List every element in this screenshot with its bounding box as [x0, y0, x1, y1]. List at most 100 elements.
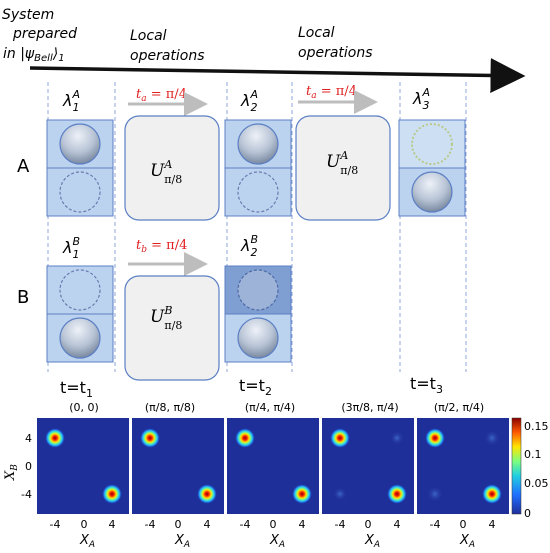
empty-state-icon [237, 171, 279, 213]
x-axis-labels: XA XA XA XA XA [79, 533, 475, 550]
probability-peak [482, 484, 502, 504]
svg-text:operations: operations [130, 48, 205, 64]
empty-state-icon [411, 123, 453, 165]
state-b1-top [46, 265, 114, 315]
svg-text:4: 4 [204, 518, 211, 531]
svg-text:4: 4 [394, 518, 401, 531]
lambda-a2: λ2A [240, 88, 258, 114]
filled-state-icon [59, 317, 101, 359]
empty-state-icon [59, 171, 101, 213]
svg-text:XA: XA [269, 533, 285, 549]
y-axis-label: XB [3, 464, 20, 481]
probability-peak [45, 428, 65, 448]
probability-peak [140, 428, 160, 448]
lambda-b1: λ1B [62, 235, 80, 261]
heatmap-panel-4 [322, 418, 414, 514]
svg-text:0: 0 [175, 518, 182, 531]
svg-text:XA: XA [174, 533, 190, 549]
probability-peak [292, 484, 312, 504]
svg-text:-4: -4 [145, 518, 156, 531]
svg-text:0: 0 [81, 518, 88, 531]
svg-text:XB: XB [3, 464, 20, 481]
svg-text:in |ψBell⟩1: in |ψBell⟩1 [3, 46, 65, 64]
time-label-t3: t=t3 [410, 374, 443, 396]
svg-text:-4: -4 [50, 518, 61, 531]
timeline-arrow [29, 57, 526, 93]
svg-text:-4: -4 [21, 488, 32, 501]
state-a2-bottom [224, 167, 292, 217]
heatmap-titles: (0, 0) (π/8, π/8) (π/4, π/4) (3π/8, π/4)… [69, 401, 484, 414]
filled-state-icon [59, 123, 101, 165]
probability-peak [235, 428, 255, 448]
state-a3-top [398, 119, 466, 169]
colorbar-tick: 0.1 [524, 448, 542, 461]
timing-tb: tb = π/4 [128, 238, 208, 276]
lambda-b2: λ2B [240, 233, 258, 259]
probability-peak [330, 428, 350, 448]
colorbar-tick: 0.15 [524, 420, 549, 433]
faint-peak [427, 486, 443, 502]
heatmap-title-2: (π/8, π/8) [145, 401, 195, 414]
timing-ta-1: ta = π/4 [128, 87, 208, 116]
local-operations-label-2: Local operations [298, 25, 373, 61]
svg-text:4: 4 [489, 518, 496, 531]
svg-text:XA: XA [79, 533, 95, 549]
row-label-b: B [17, 287, 29, 308]
filled-state-icon [411, 171, 453, 213]
probability-peak [102, 484, 122, 504]
heatmap-panel-2 [132, 418, 224, 514]
heatmap-title-1: (0, 0) [69, 401, 99, 414]
svg-text:0: 0 [365, 518, 372, 531]
state-a1-top [46, 119, 114, 169]
svg-text:operations: operations [298, 45, 373, 61]
heatmap-title-3: (π/4, π/4) [245, 401, 295, 414]
colorbar-tick: 0.05 [524, 477, 549, 490]
state-b1-bottom [46, 313, 114, 363]
system-label: System prepared in |ψBell⟩1 [2, 7, 77, 64]
svg-text:prepared: prepared [12, 26, 77, 42]
x-axis-ticks: -4 0 4 -4 0 4 -4 0 4 -4 0 4 -4 0 4 [50, 518, 496, 531]
filled-state-icon [237, 123, 279, 165]
probability-peak [387, 484, 407, 504]
state-a3-bottom [398, 167, 466, 217]
local-operations-label-1: Local operations [130, 28, 205, 64]
colorbar: 0.15 0.1 0.05 0 [511, 417, 549, 520]
state-b2-top [224, 265, 292, 315]
svg-text:0: 0 [25, 460, 32, 473]
heatmap-panel-1 [37, 418, 129, 514]
svg-text:-4: -4 [335, 518, 346, 531]
svg-text:System: System [2, 7, 54, 23]
heatmap-panel-5 [417, 418, 509, 514]
svg-text:Local: Local [298, 25, 335, 41]
faint-peak [484, 430, 500, 446]
empty-state-icon [237, 269, 279, 311]
lambda-a1: λ1A [62, 88, 80, 114]
svg-text:XA: XA [459, 533, 475, 549]
colorbar-tick: 0 [524, 507, 531, 520]
probability-peak [197, 484, 217, 504]
svg-text:ta = π/4: ta = π/4 [306, 84, 357, 101]
heatmap-title-5: (π/2, π/4) [434, 401, 484, 414]
faint-peak [333, 487, 347, 501]
svg-text:4: 4 [299, 518, 306, 531]
y-axis: 4 0 -4 XB [3, 432, 32, 501]
svg-text:-4: -4 [430, 518, 441, 531]
svg-text:XA: XA [364, 533, 380, 549]
row-label-a: A [17, 156, 30, 177]
svg-text:0: 0 [270, 518, 277, 531]
filled-state-icon [237, 317, 279, 359]
state-a2-top [224, 119, 292, 169]
empty-state-icon [59, 269, 101, 311]
state-b2-bottom [224, 313, 292, 363]
svg-text:tb = π/4: tb = π/4 [136, 238, 187, 255]
svg-text:4: 4 [25, 432, 32, 445]
state-a1-bottom [46, 167, 114, 217]
heatmap-panel-3 [227, 418, 319, 514]
probability-peak [425, 428, 445, 448]
svg-text:ta = π/4: ta = π/4 [136, 87, 187, 104]
svg-text:-4: -4 [240, 518, 251, 531]
